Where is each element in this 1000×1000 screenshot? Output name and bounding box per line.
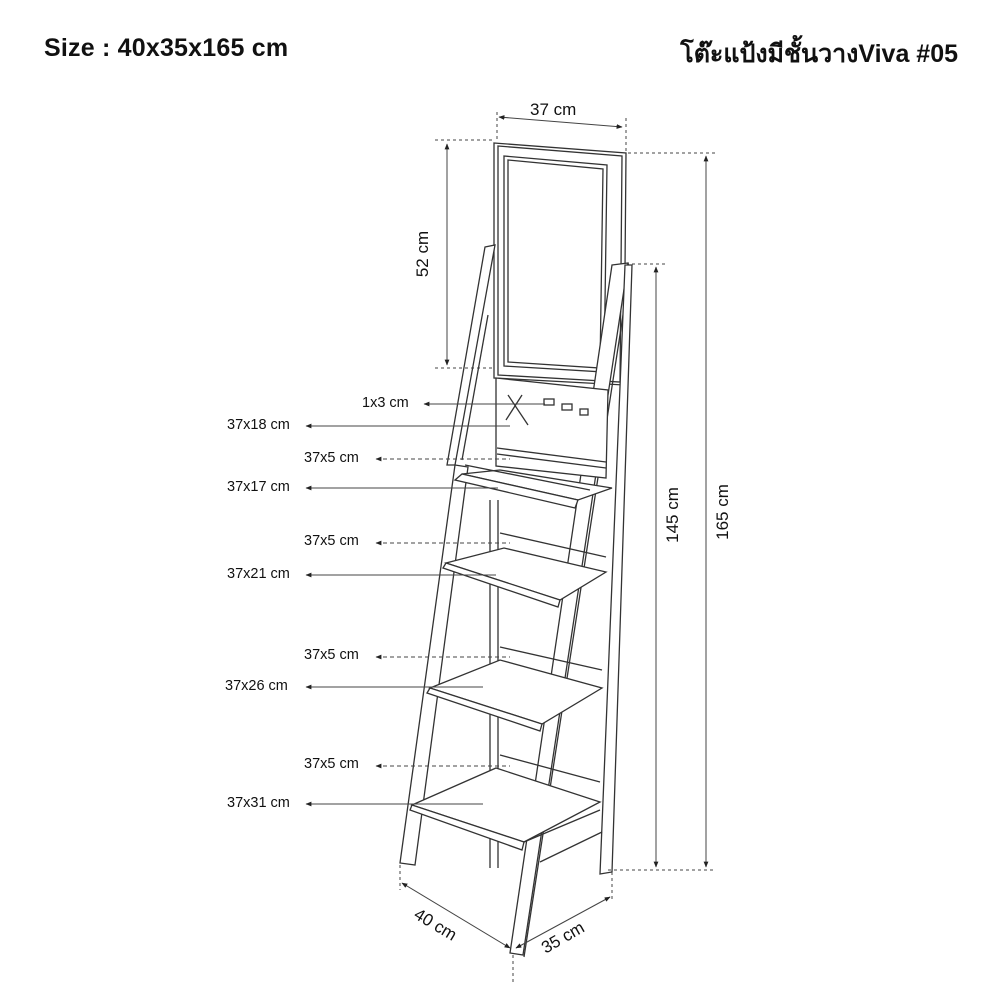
callout-back-panel: 37x18 cm (227, 417, 290, 433)
callout-back-rail-1: 37x5 cm (304, 450, 359, 466)
callout-back-rail-2: 37x5 cm (304, 533, 359, 549)
total-height-label: 165 cm (712, 484, 732, 540)
size-label: Size : 40x35x165 cm (44, 34, 289, 62)
shelf-3 (426, 646, 604, 732)
shelf-1 (453, 464, 613, 509)
left-rear-leg (446, 244, 496, 466)
hooks (505, 394, 589, 426)
mirror-height-label: 52 cm (413, 230, 433, 278)
back-panel (495, 377, 609, 479)
callout-shelf-1: 37x17 cm (227, 479, 290, 495)
callout-back-rail-4: 37x5 cm (304, 756, 359, 772)
mirror-width-label: 37 cm (530, 100, 577, 119)
callout-back-rail-3: 37x5 cm (304, 647, 359, 663)
callout-hook: 1x3 cm (362, 395, 409, 411)
callout-shelf-3: 37x26 cm (225, 678, 288, 694)
callout-shelf-2: 37x21 cm (227, 566, 290, 582)
frame-height-label: 145 cm (662, 487, 682, 543)
shelf-2 (442, 532, 608, 608)
shelf-4 (409, 754, 603, 863)
product-name: โต๊ะแป้งมีชั้นวางViva #05 (680, 40, 958, 68)
callout-shelf-4: 37x31 cm (227, 795, 290, 811)
